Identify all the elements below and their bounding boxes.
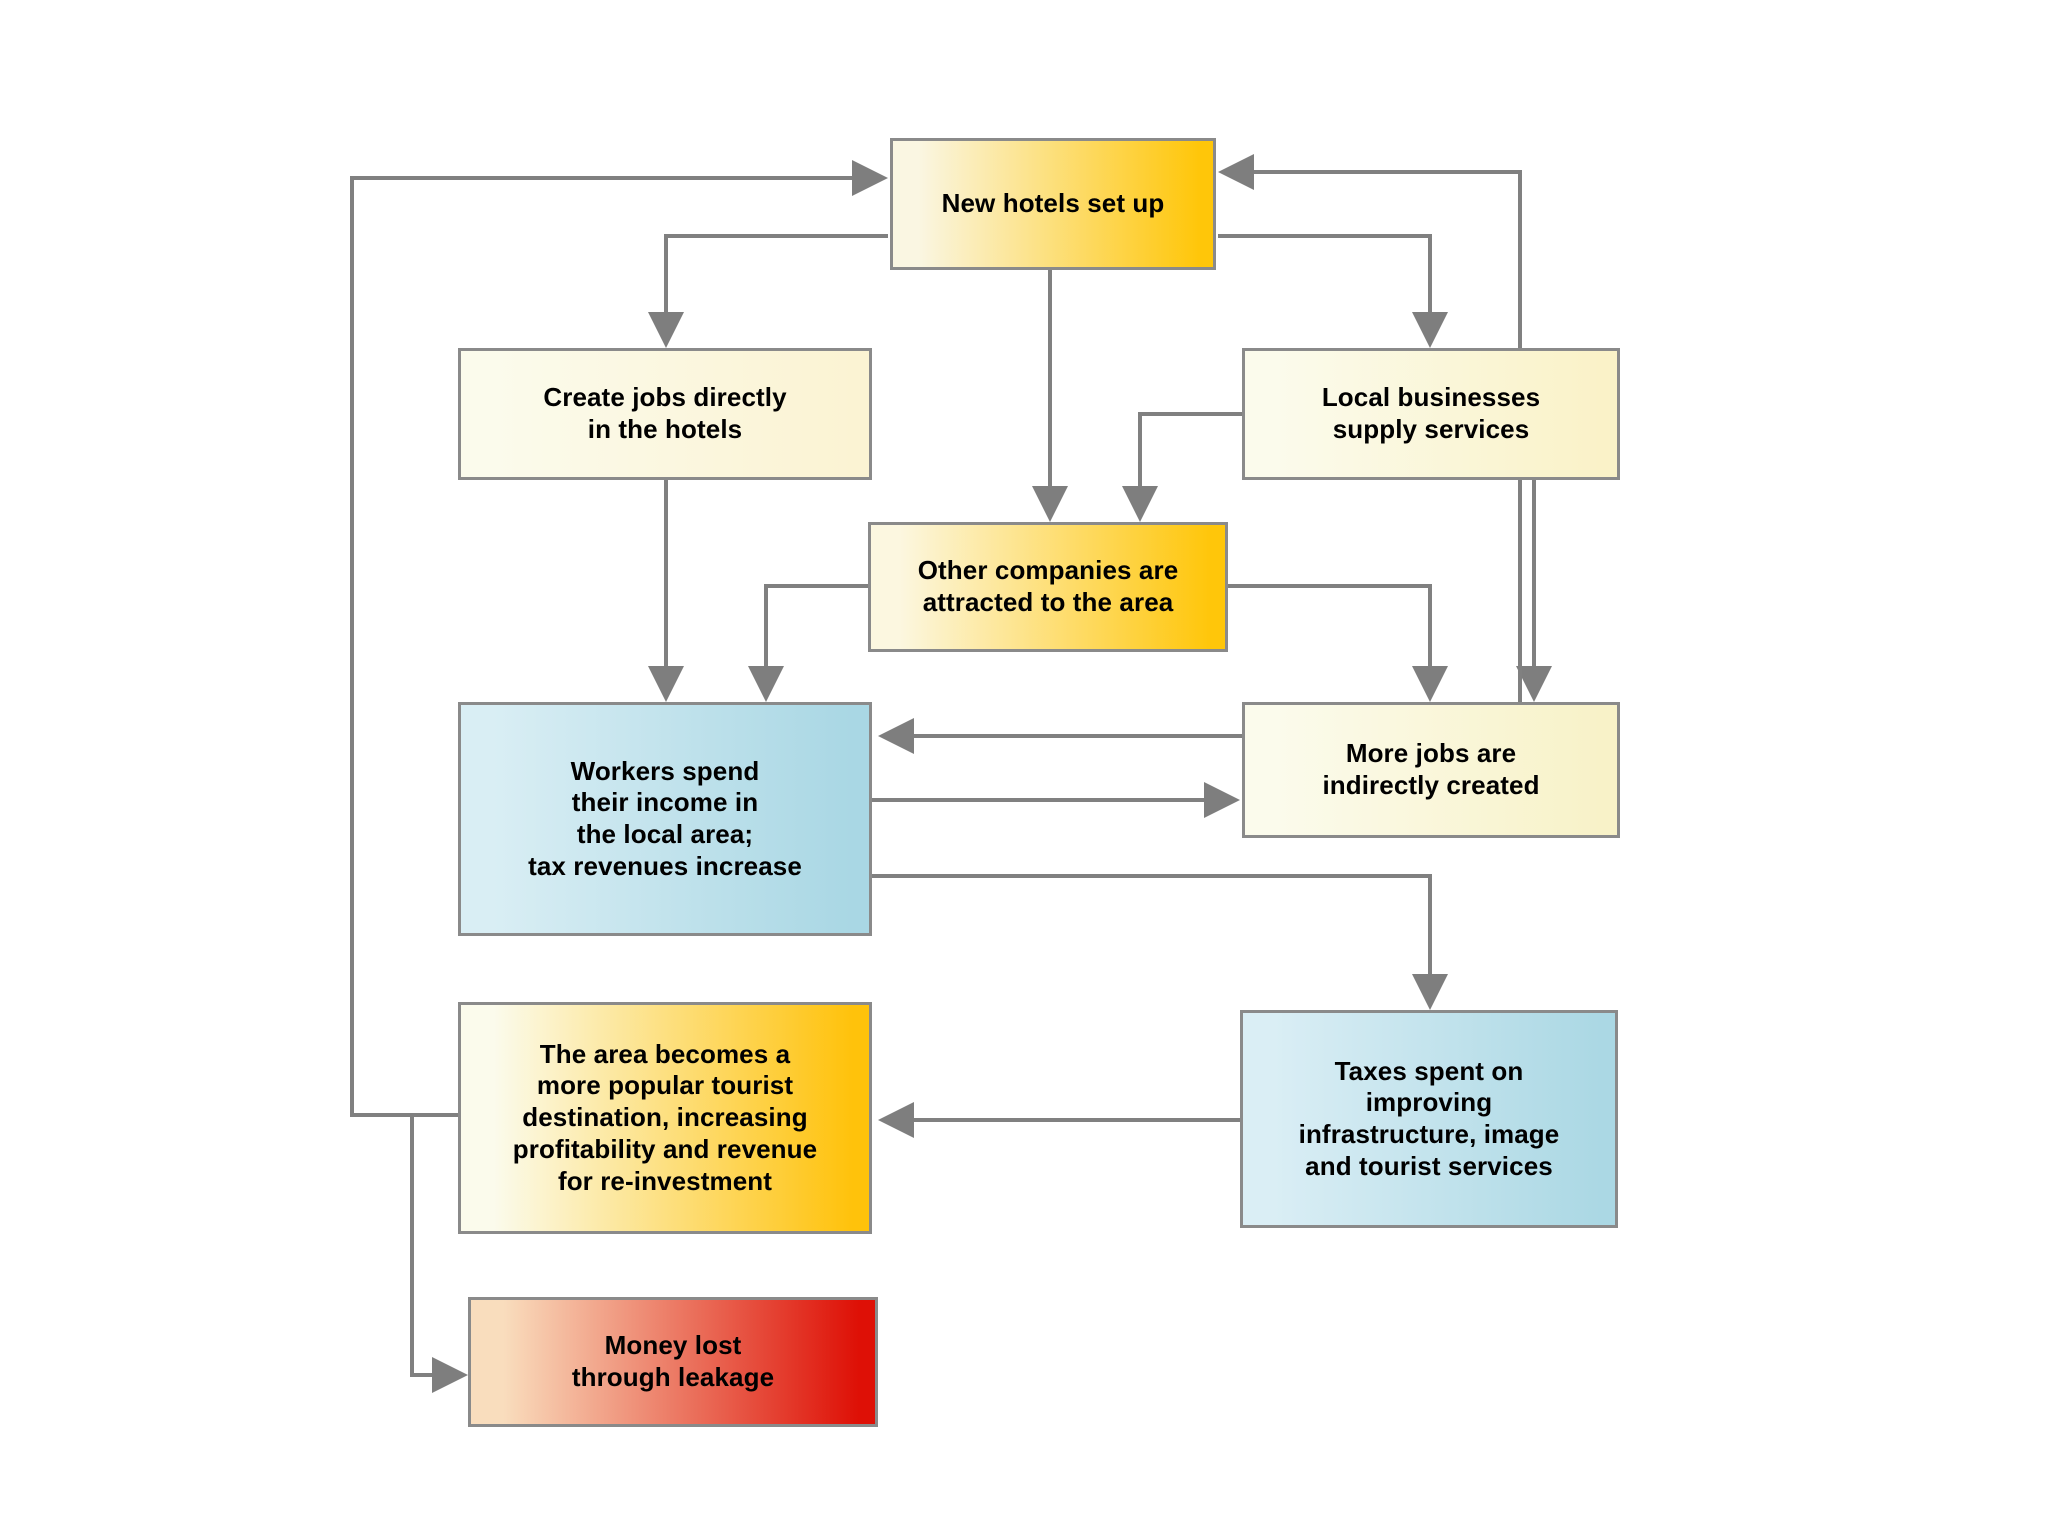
node-create-jobs-directly[interactable]: Create jobs directly in the hotels: [458, 348, 872, 480]
edge-new-hotels-to-local-businesses: [1218, 234, 1448, 348]
edge-other-companies-to-more-jobs: [1226, 584, 1448, 702]
line: for re-investment: [557, 1165, 773, 1196]
edge-taxes-spent-to-area-popular: [878, 1102, 1240, 1138]
line: The area becomes a: [539, 1038, 791, 1069]
node-other-companies[interactable]: Other companies are attracted to the are…: [868, 522, 1228, 652]
node-other-companies-label: Other companies are attracted to the are…: [898, 555, 1199, 618]
line: Workers spend: [570, 755, 760, 786]
node-new-hotels-label: New hotels set up: [941, 188, 1165, 219]
line: Other companies are: [917, 555, 1179, 586]
line: Create jobs directly: [543, 382, 787, 413]
edge-create-jobs-to-workers-spend: [648, 480, 684, 702]
edge-workers-spend-to-more-jobs: [872, 782, 1240, 818]
node-local-businesses[interactable]: Local businesses supply services: [1242, 348, 1620, 480]
line: indirectly created: [1322, 770, 1540, 800]
edge-more-jobs-to-workers-spend: [878, 718, 1242, 754]
node-workers-spend-label: Workers spend their income in the local …: [508, 756, 822, 883]
edge-new-hotels-to-other-companies: [1032, 270, 1068, 522]
edge-area-popular-to-new-hotels: [350, 160, 888, 1117]
node-money-lost-leakage[interactable]: Money lost through leakage: [468, 1297, 878, 1427]
line: their income in: [571, 787, 759, 818]
line: tax revenues increase: [528, 850, 802, 881]
edge-other-companies-to-workers-spend: [748, 584, 868, 702]
line: attracted to the area: [922, 587, 1174, 617]
node-more-jobs-indirect-label: More jobs are indirectly created: [1302, 738, 1559, 801]
line: in the hotels: [587, 414, 743, 444]
line: Local businesses: [1321, 382, 1541, 413]
edge-local-businesses-to-other-companies: [1122, 412, 1242, 522]
line: and tourist services: [1305, 1150, 1553, 1181]
node-local-businesses-label: Local businesses supply services: [1302, 382, 1560, 445]
node-money-lost-leakage-label: Money lost through leakage: [552, 1330, 794, 1393]
edge-local-businesses-to-more-jobs: [1516, 480, 1552, 702]
line: Taxes spent on: [1334, 1055, 1524, 1086]
edge-new-hotels-to-create-jobs: [648, 234, 888, 348]
edge-workers-spend-to-taxes-spent: [872, 874, 1448, 1010]
node-taxes-spent-label: Taxes spent on improving infrastructure,…: [1279, 1056, 1580, 1183]
line: supply services: [1332, 414, 1530, 444]
line: improving: [1365, 1087, 1493, 1118]
node-create-jobs-directly-label: Create jobs directly in the hotels: [523, 382, 806, 445]
node-more-jobs-indirect[interactable]: More jobs are indirectly created: [1242, 702, 1620, 838]
line: More jobs are: [1345, 738, 1517, 769]
line: through leakage: [571, 1362, 775, 1392]
line: infrastructure, image: [1298, 1119, 1560, 1149]
edge-area-popular-to-money-lost: [410, 1115, 468, 1393]
node-new-hotels[interactable]: New hotels set up: [890, 138, 1216, 270]
line: Money lost: [604, 1330, 742, 1361]
node-taxes-spent[interactable]: Taxes spent on improving infrastructure,…: [1240, 1010, 1618, 1228]
line: destination, increasing: [522, 1102, 808, 1133]
line: more popular tourist: [536, 1070, 794, 1101]
line: the local area;: [576, 819, 754, 849]
node-area-becomes-popular-label: The area becomes a more popular tourist …: [493, 1039, 837, 1198]
node-workers-spend[interactable]: Workers spend their income in the local …: [458, 702, 872, 936]
node-area-becomes-popular[interactable]: The area becomes a more popular tourist …: [458, 1002, 872, 1234]
line: profitability and revenue: [512, 1133, 818, 1164]
